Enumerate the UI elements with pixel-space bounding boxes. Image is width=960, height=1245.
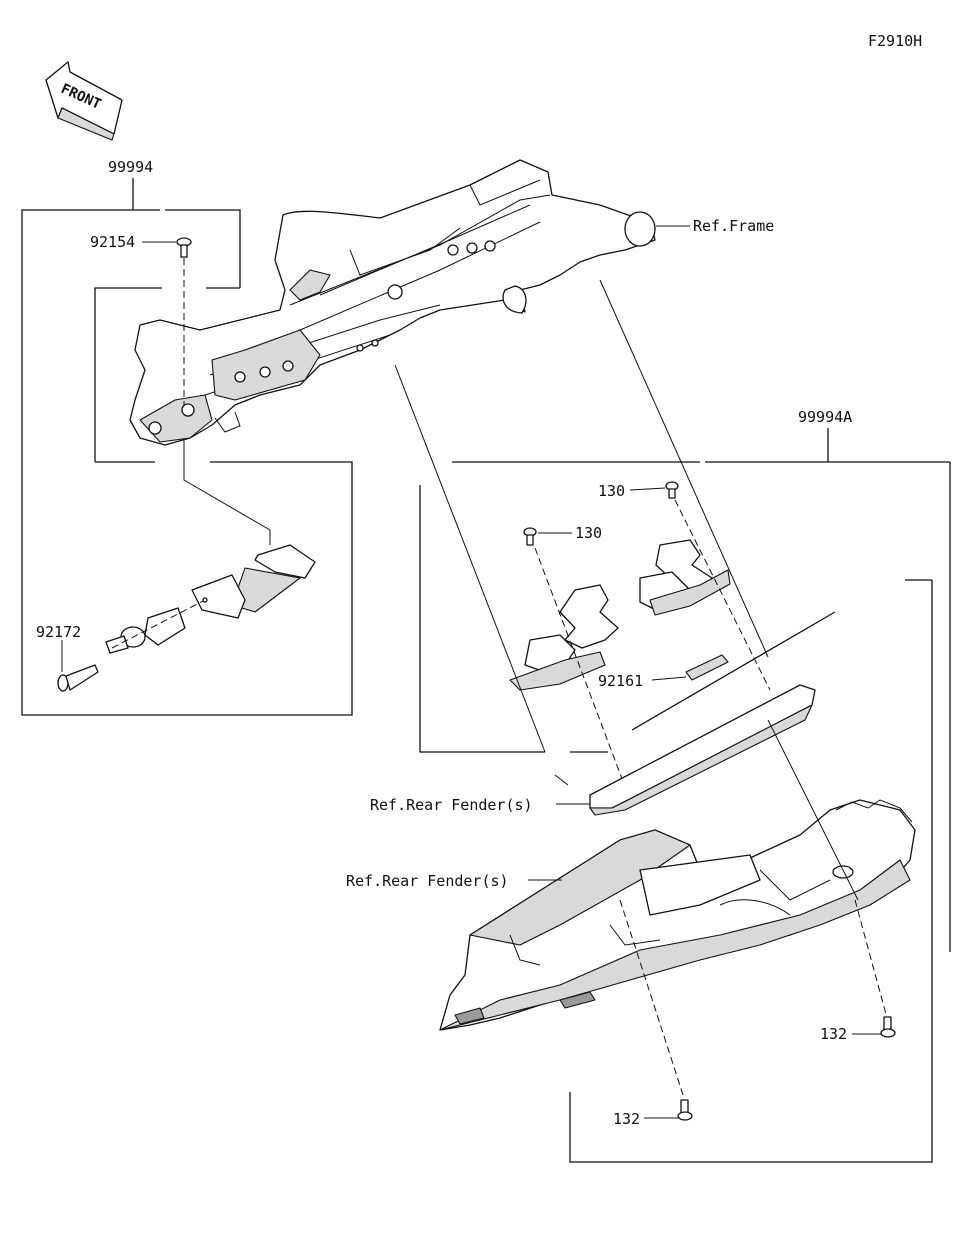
label-92172: 92172	[36, 623, 81, 641]
hook-bracket-left	[509, 584, 619, 691]
axis-132-a	[854, 899, 888, 1019]
figure-code: F2910H	[868, 32, 922, 50]
label-92161: 92161	[598, 672, 643, 690]
bolt-132-a-icon	[880, 1016, 896, 1038]
label-132-a: 132	[820, 1025, 847, 1043]
label-ref-rear-fender-1: Ref.Rear Fender(s)	[370, 796, 533, 814]
label-132-b: 132	[613, 1110, 640, 1128]
label-92154: 92154	[90, 233, 135, 251]
hook-bracket-right	[639, 539, 731, 616]
label-ref-frame: Ref.Frame	[693, 217, 774, 235]
axis-130-a	[674, 499, 771, 691]
label-130-a: 130	[598, 482, 625, 500]
label-ref-rear-fender-2: Ref.Rear Fender(s)	[346, 872, 509, 890]
bolt-130-a-icon	[665, 481, 679, 499]
label-130-b: 130	[575, 524, 602, 542]
accessory-mount-left	[105, 440, 316, 654]
axis-130-b	[534, 547, 631, 801]
front-direction-arrow-icon: FRONT	[45, 61, 123, 141]
label-99994a: 99994A	[798, 408, 852, 426]
kit-99994a-outline	[419, 428, 951, 1163]
pad-92161-icon	[685, 654, 729, 681]
leader-130-a	[629, 487, 666, 491]
leader-92161	[651, 676, 687, 681]
rear-frame-drawing	[129, 159, 656, 446]
axis-132-b	[619, 899, 685, 1099]
label-99994: 99994	[108, 158, 153, 176]
bolt-92172-icon	[57, 664, 99, 692]
bolt-92154-icon	[176, 237, 192, 258]
rear-fender-drawing	[439, 799, 916, 1031]
fender-plate-drawing	[589, 684, 816, 816]
assembly-guide-lines	[394, 279, 859, 901]
bolt-130-b-icon	[523, 527, 537, 546]
bolt-132-b-icon	[677, 1099, 693, 1121]
kit-99994-outline	[21, 178, 353, 716]
